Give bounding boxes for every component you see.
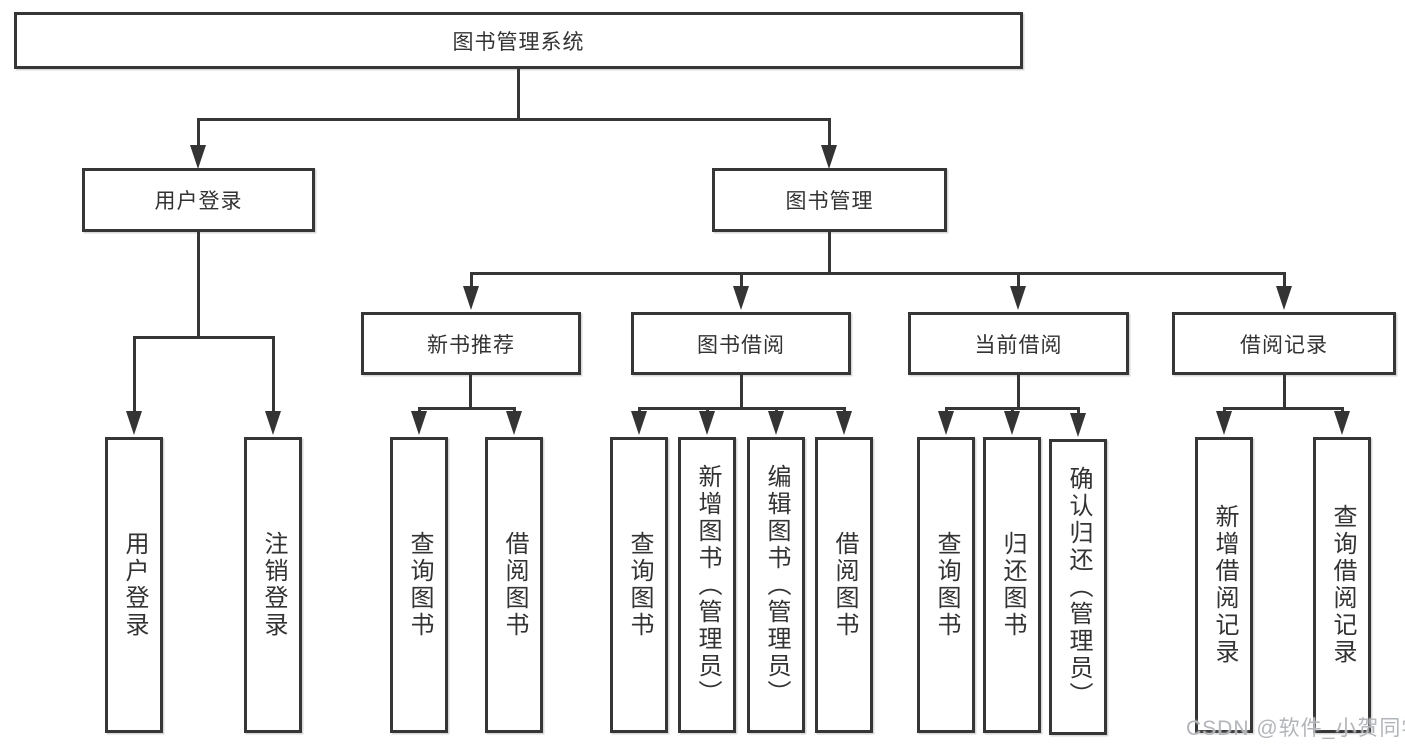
arrowhead-down <box>938 411 954 435</box>
connector-user-login-rail <box>133 336 275 339</box>
leaf-label: 查询图书 <box>626 531 653 639</box>
node-current-borrowing: 当前借阅 <box>908 312 1129 375</box>
csdn-watermark: CSDN @软件_小贺同学 <box>1186 717 1405 740</box>
leaf-query-books: 查询图书 <box>610 437 668 733</box>
connector-group-rail <box>418 407 516 410</box>
connector-book-mgmt-trunk <box>828 232 831 272</box>
arrowhead-down <box>768 411 784 435</box>
arrowhead-down <box>699 411 715 435</box>
connector-user-login-trunk <box>197 232 200 336</box>
arrowhead-down <box>733 286 749 310</box>
connector-root-rail <box>197 118 831 121</box>
node-library-management-system: 图书管理系统 <box>14 12 1023 69</box>
arrowhead-down <box>836 411 852 435</box>
node-label: 图书管理 <box>785 190 874 213</box>
connector-drop-borrow-records <box>1283 272 1286 290</box>
connector-group-trunk <box>1283 375 1286 407</box>
leaf-return-books: 归还图书 <box>983 437 1041 733</box>
connector-drop-book-borrow <box>740 272 743 290</box>
leaf-query-borrow-record: 查询借阅记录 <box>1313 437 1371 733</box>
arrowhead-down <box>411 411 427 435</box>
leaf-user-login: 用户登录 <box>105 437 163 733</box>
arrowhead-down <box>190 145 206 169</box>
leaf-label: 归还图书 <box>999 531 1026 639</box>
arrowhead-down <box>1216 411 1232 435</box>
connector-root-trunk <box>517 69 520 118</box>
connector-drop-current-borrow <box>1017 272 1020 290</box>
node-label: 用户登录 <box>154 190 243 213</box>
node-label: 图书借阅 <box>697 333 785 357</box>
arrowhead-down <box>265 411 281 435</box>
arrowhead-down <box>463 286 479 310</box>
connector-drop-book-management <box>828 118 831 148</box>
arrowhead-down <box>1010 286 1026 310</box>
leaf-edit-books-admin: 编辑图书（管理员） <box>747 437 805 733</box>
connector-drop-login-leaf <box>133 336 136 413</box>
connector-group-rail <box>1223 407 1344 410</box>
leaf-label: 注销登录 <box>260 531 287 639</box>
leaf-label: 查询图书 <box>406 531 433 639</box>
node-label: 新书推荐 <box>427 333 515 357</box>
connector-drop <box>1077 407 1080 415</box>
node-borrowing-records: 借阅记录 <box>1172 312 1396 375</box>
leaf-logout: 注销登录 <box>244 437 302 733</box>
arrowhead-down <box>506 411 522 435</box>
connector-drop-logout-leaf <box>272 336 275 413</box>
leaf-label: 借阅图书 <box>831 531 858 639</box>
node-book-borrowing: 图书借阅 <box>631 312 851 375</box>
arrowhead-down <box>1334 411 1350 435</box>
arrowhead-down <box>1070 413 1086 437</box>
node-user-login: 用户登录 <box>82 168 315 232</box>
leaf-borrow-books: 借阅图书 <box>815 437 873 733</box>
leaf-label: 查询借阅记录 <box>1329 504 1356 666</box>
leaf-borrow-books: 借阅图书 <box>485 437 543 733</box>
connector-group-rail <box>638 407 846 410</box>
leaf-label: 查询图书 <box>933 531 960 639</box>
node-new-book-recommend: 新书推荐 <box>361 312 581 375</box>
connector-book-mgmt-rail <box>470 272 1286 275</box>
node-book-management: 图书管理 <box>712 168 947 232</box>
leaf-label: 新增借阅记录 <box>1211 504 1238 666</box>
connector-drop-new-book <box>470 272 473 290</box>
arrowhead-down <box>126 411 142 435</box>
node-label: 图书管理系统 <box>452 30 585 54</box>
leaf-label: 编辑图书（管理员） <box>763 463 790 707</box>
leaf-query-books: 查询图书 <box>917 437 975 733</box>
connector-group-trunk <box>740 375 743 407</box>
leaf-label: 借阅图书 <box>501 531 528 639</box>
connector-group-trunk <box>469 375 472 407</box>
leaf-add-borrow-record: 新增借阅记录 <box>1195 437 1253 733</box>
node-label: 当前借阅 <box>974 333 1063 357</box>
leaf-query-books: 查询图书 <box>390 437 448 733</box>
arrowhead-down <box>1004 411 1020 435</box>
leaf-label: 用户登录 <box>121 531 148 639</box>
arrowhead-down <box>821 145 837 169</box>
leaf-add-books-admin: 新增图书（管理员） <box>678 437 736 733</box>
leaf-label: 新增图书（管理员） <box>694 463 721 707</box>
leaf-confirm-return-admin: 确认归还（管理员） <box>1049 439 1107 735</box>
node-label: 借阅记录 <box>1240 333 1328 357</box>
connector-group-trunk <box>1017 375 1020 407</box>
arrowhead-down <box>631 411 647 435</box>
arrowhead-down <box>1276 286 1292 310</box>
leaf-label: 确认归还（管理员） <box>1065 465 1092 709</box>
connector-drop-user-login <box>197 118 200 148</box>
